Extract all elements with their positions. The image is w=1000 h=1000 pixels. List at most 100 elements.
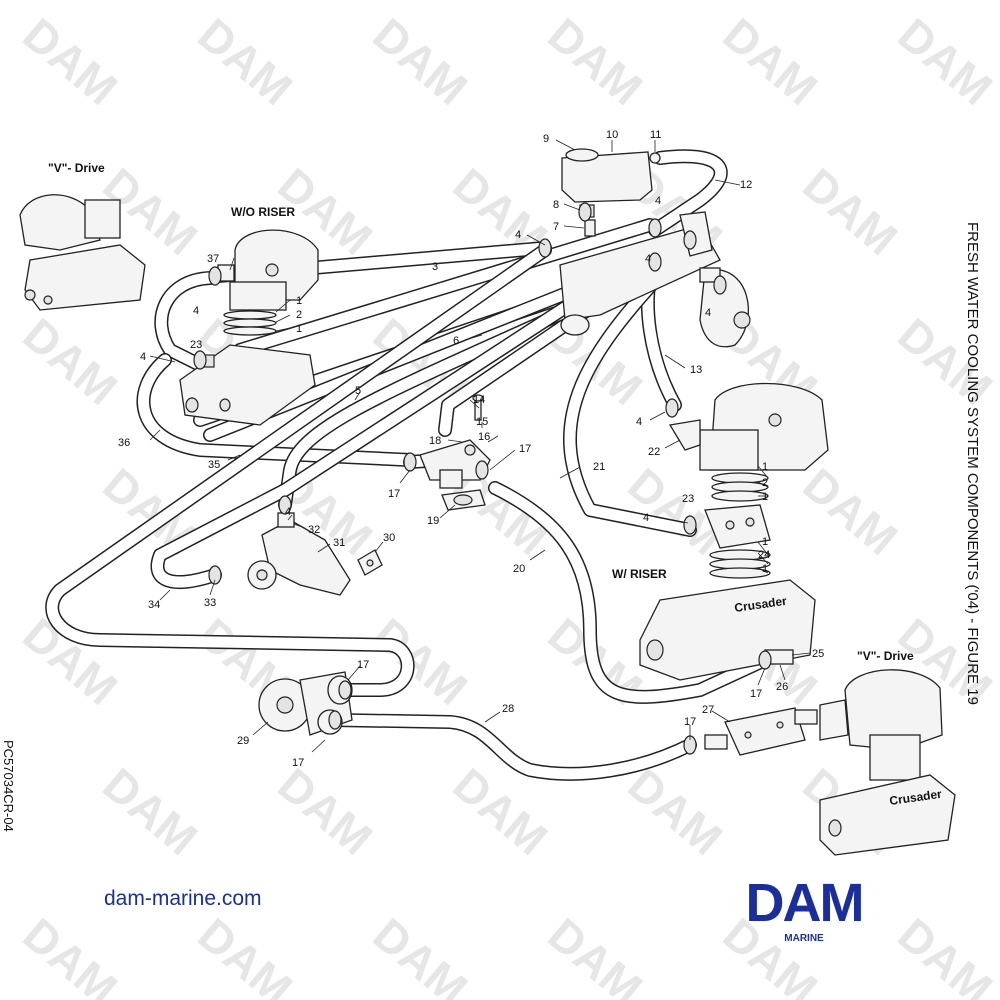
figure-title-container: FRESH WATER COOLING SYSTEM COMPONENTS ('… <box>964 222 981 705</box>
callout-26: 26 <box>776 681 788 693</box>
figure-title: FRESH WATER COOLING SYSTEM COMPONENTS ('… <box>964 222 981 705</box>
thermostat-housing <box>419 394 491 489</box>
watermark-31: DAM <box>619 758 733 865</box>
callout-33: 33 <box>204 597 216 609</box>
v-drive-assembly-left <box>19 194 146 311</box>
hose-clamp-1 <box>648 218 662 238</box>
watermark-5: DAM <box>889 8 1000 115</box>
callout-24: 24 <box>758 549 770 561</box>
hose-clamp-8 <box>475 460 489 480</box>
hose-clamp-17 <box>578 202 592 222</box>
watermark-0: DAM <box>14 8 128 115</box>
callout-23-b: 23 <box>682 493 694 505</box>
gaskets-left <box>223 310 277 336</box>
callout-20: 20 <box>513 563 525 575</box>
gaskets-right-bottom <box>709 549 771 579</box>
label-wo-riser: W/O RISER <box>231 205 295 219</box>
callout-32: 32 <box>308 524 320 536</box>
fuel-cooler <box>704 707 818 756</box>
callout-19: 19 <box>427 515 439 527</box>
label-v-drive-left: "V"- Drive <box>48 161 105 175</box>
gaskets-right-top <box>711 472 769 502</box>
callout-34: 34 <box>148 599 160 611</box>
watermark-34: DAM <box>189 908 303 1000</box>
hose-clamp-4 <box>713 275 727 295</box>
hose-clamp-5 <box>208 266 222 286</box>
callout-4-h: 4 <box>285 506 291 518</box>
callout-35: 35 <box>208 459 220 471</box>
watermark-11: DAM <box>14 308 128 415</box>
watermark-10: DAM <box>794 158 908 265</box>
watermark-35: DAM <box>364 908 478 1000</box>
dam-marine-logo: DAM MARINE <box>746 873 865 944</box>
hose-clamp-7 <box>403 452 417 472</box>
callout-1-f: 1 <box>762 563 768 575</box>
gasket-19 <box>441 489 486 511</box>
hose-clamp-3 <box>648 252 662 272</box>
leader-lines <box>149 139 811 753</box>
exhaust-elbow-right <box>668 382 829 471</box>
callout-4-c: 4 <box>645 253 651 265</box>
watermark-28: DAM <box>94 758 208 865</box>
callout-37: 37 <box>207 253 219 265</box>
gasket-30 <box>357 549 383 576</box>
callout-5: 5 <box>355 385 361 397</box>
callout-27: 27 <box>702 704 714 716</box>
callout-2-a: 2 <box>296 309 302 321</box>
v-drive-assembly-right: Crusader <box>819 669 956 856</box>
coolant-reservoir <box>561 148 661 237</box>
label-v-drive-right: "V"- Drive <box>857 649 914 663</box>
callout-numbers: 9 10 11 12 8 7 4 4 4 4 3 37 4 1 2 1 4 23… <box>118 129 824 769</box>
exhaust-elbow-wo-riser <box>217 229 319 311</box>
hose-clamp-16 <box>758 650 772 670</box>
hose-clamp-12 <box>665 398 679 418</box>
side-code-container: PC57034CR-04 <box>1 740 16 832</box>
watermark-38: DAM <box>889 908 1000 1000</box>
callout-17-d: 17 <box>357 659 369 671</box>
callout-1-a: 1 <box>296 295 302 307</box>
logo-subtitle: MARINE <box>784 933 824 944</box>
callout-22: 22 <box>648 446 660 458</box>
section-labels: "V"- Drive W/O RISER W/ RISER "V"- Drive <box>48 161 914 663</box>
hose-clamp-0 <box>538 238 552 258</box>
callout-13: 13 <box>690 364 702 376</box>
callout-1-b: 1 <box>296 323 302 335</box>
callout-2-b: 2 <box>762 477 768 489</box>
callout-4-f: 4 <box>140 351 146 363</box>
watermark-2: DAM <box>364 8 478 115</box>
watermark-4: DAM <box>714 8 828 115</box>
callout-3: 3 <box>432 261 438 273</box>
riser-block <box>704 504 771 549</box>
callout-7: 7 <box>553 221 559 233</box>
callout-6: 6 <box>453 335 459 347</box>
hose-clamp-11 <box>683 515 697 535</box>
hose-clamp-10 <box>208 565 222 585</box>
callout-18: 18 <box>429 435 441 447</box>
website-link[interactable]: dam-marine.com <box>104 887 262 910</box>
callout-16: 16 <box>478 431 490 443</box>
callout-11: 11 <box>650 129 661 141</box>
callout-9: 9 <box>543 133 549 145</box>
hose-clamp-9 <box>278 495 292 515</box>
hose-clamp-14 <box>328 710 342 730</box>
callout-17-b: 17 <box>388 488 400 500</box>
hose-clamp-2 <box>683 230 697 250</box>
watermark-24: DAM <box>364 608 478 715</box>
callout-21: 21 <box>593 461 605 473</box>
hose-clamps <box>193 202 772 755</box>
callout-17-e: 17 <box>292 757 304 769</box>
callout-14: 14 <box>473 394 485 406</box>
callout-4-a: 4 <box>515 229 521 241</box>
watermark-29: DAM <box>269 758 383 865</box>
callout-28: 28 <box>502 703 514 715</box>
callout-15: 15 <box>476 416 488 428</box>
callout-10: 10 <box>606 129 618 141</box>
callout-29: 29 <box>237 735 249 747</box>
callout-1-d: 1 <box>762 491 768 503</box>
hose-clamp-13 <box>338 680 352 700</box>
callout-4-b: 4 <box>655 195 661 207</box>
callout-30: 30 <box>383 532 395 544</box>
callout-25: 25 <box>812 648 824 660</box>
watermark-21: DAM <box>794 458 908 565</box>
callout-17-a: 17 <box>519 443 531 455</box>
